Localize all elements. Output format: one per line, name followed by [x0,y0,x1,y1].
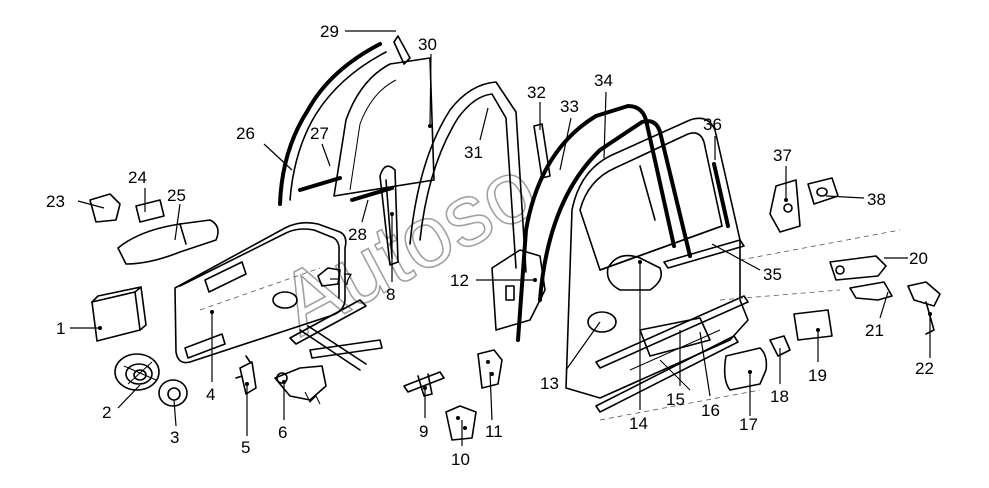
callout-35: 35 [763,265,782,284]
callout-27: 27 [310,124,329,143]
part-storage-pocket [91,286,147,342]
callout-13: 13 [540,374,559,393]
anchor-dots [98,124,932,390]
callout-23: 23 [46,192,65,211]
callout-29: 29 [320,22,339,41]
callout-1: 1 [56,319,65,338]
part-moulding-strips [595,295,749,413]
part-latch-link [849,281,893,301]
callout-3: 3 [170,428,179,447]
callout-18: 18 [770,387,789,406]
part-armrest [117,219,219,265]
part-outer-handle [606,254,663,291]
callout-14: 14 [629,414,648,433]
watermark: Autoso [262,137,552,355]
part-latch [769,179,801,233]
part-clip-24 [135,199,165,223]
part-door-seals [516,104,692,342]
callout-5: 5 [241,438,250,457]
callout-8: 8 [386,285,395,304]
svg-text:Autoso: Autoso [263,138,551,354]
part-door-shell [565,117,749,399]
part-bumper [89,193,121,223]
callout-16: 16 [701,401,720,420]
part-window-frame [409,81,527,273]
callout-31: 31 [464,143,483,162]
part-bracket-9 [403,371,445,397]
callout-2: 2 [102,403,111,422]
part-speaker [114,353,160,391]
part-inner-shell [491,249,546,331]
part-window-glass [333,57,435,197]
callout-37: 37 [773,146,792,165]
part-window-seal-rear [278,35,411,206]
leader-lines [70,30,931,446]
part-belt-strip [712,162,730,228]
part-mirror-glass [793,309,833,341]
part-lock-cylinder [907,281,941,335]
callout-15: 15 [666,390,685,409]
part-mirror [723,347,768,391]
part-window-channel [379,165,399,266]
callout-30: 30 [418,35,437,54]
callout-6: 6 [278,423,287,442]
callout-28: 28 [348,225,367,244]
part-striker [807,177,839,205]
callout-21: 21 [865,321,884,340]
callout-36: 36 [703,115,722,134]
part-upper-hinge [477,349,503,389]
part-check-strap [829,255,887,281]
callout-24: 24 [128,168,147,187]
callout-38: 38 [867,190,886,209]
callout-32: 32 [527,83,546,102]
part-lower-hinge [445,405,477,441]
part-glass-run [298,176,394,202]
callout-19: 19 [808,366,827,385]
callout-7: 7 [343,270,352,289]
callout-labels: 1 2 3 4 5 6 7 8 9 10 11 12 13 14 15 16 1… [46,22,934,469]
callout-17: 17 [739,415,758,434]
part-door-trim-panel [174,221,347,364]
part-lock-clip [235,355,257,395]
part-speaker-grille [158,379,188,407]
callout-11: 11 [485,422,503,441]
parts-artwork [89,35,941,441]
part-mirror-clip [769,335,791,357]
callout-33: 33 [560,97,579,116]
callout-10: 10 [451,450,470,469]
callout-26: 26 [236,124,255,143]
callout-25: 25 [167,186,186,205]
part-inner-handle [317,267,341,287]
callout-22: 22 [915,359,934,378]
callout-12: 12 [450,271,469,290]
callout-34: 34 [594,71,613,90]
part-strip-32 [533,123,551,179]
callout-20: 20 [909,249,928,268]
part-lower-rail [663,239,745,269]
callout-9: 9 [419,422,428,441]
callout-4: 4 [206,385,215,404]
part-window-regulator [274,299,383,405]
